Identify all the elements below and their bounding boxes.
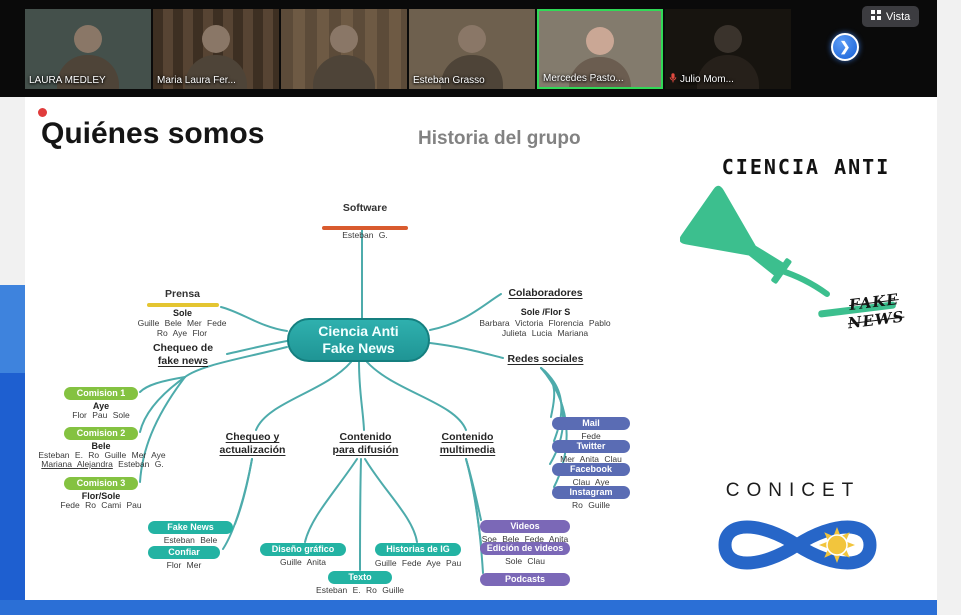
comision-1-lead: Aye (92, 401, 110, 411)
prensa-members: Guille Bele Mer Fede (137, 318, 227, 328)
desktop-background-bottom (0, 600, 937, 615)
confiar-members: Flor Mer (166, 560, 202, 570)
branch-redes-sociales-label: Redes sociales (507, 353, 584, 365)
comision-2-pill: Comision 2 (64, 427, 138, 440)
participant-name: Julio Mom... (669, 73, 734, 86)
participant-video[interactable]: LAURA MEDLEY (25, 9, 151, 89)
view-button[interactable]: Vista (862, 6, 920, 27)
comision-3-lead: Flor/Sole (81, 491, 121, 501)
comision-3-pill: Comision 3 (64, 477, 138, 490)
historias-ig-members: Guille Fede Aye Pau (374, 558, 462, 568)
participant-name: Maria Laura Fer... (157, 75, 236, 86)
branch-chequeo-fake-news-label: Chequeo de fake news (152, 342, 214, 367)
participant-video[interactable] (281, 9, 407, 89)
slide-title: Quiénes somos (41, 117, 265, 150)
participant-video[interactable]: Esteban Grasso (409, 9, 535, 89)
recording-dot-icon (38, 108, 47, 117)
participant-silhouette (153, 25, 279, 89)
participant-thumbnails: LAURA MEDLEY Maria Laura Fer... Esteban … (25, 9, 791, 89)
conicet-infinity-logo (718, 520, 877, 570)
desktop-background-left-upper (0, 285, 25, 373)
diseno-grafico-members: Guille Anita (280, 557, 326, 567)
colaboradores-members: Julieta Lucia Mariana (501, 328, 589, 338)
colaboradores-members: Barbara Victoria Florencia Pablo (479, 318, 611, 328)
facebook-pill: Facebook (552, 463, 630, 476)
next-participants-button[interactable]: ❯ (831, 33, 859, 61)
branch-contenido-difusion-label: Contenido para difusión (332, 431, 399, 456)
grid-view-icon (871, 10, 881, 23)
participant-video[interactable]: Julio Mom... (665, 9, 791, 89)
edicion-videos-pill: Edición de videos (480, 542, 570, 555)
comision-2-members: Esteban E. Ro Guille Mer Aye (38, 450, 166, 460)
participant-silhouette (281, 25, 407, 89)
meeting-video-strip: LAURA MEDLEY Maria Laura Fer... Esteban … (0, 0, 937, 97)
prensa-underline (147, 303, 219, 307)
mail-members: Fede (581, 431, 601, 441)
twitter-members: Mer Anita Clau (560, 454, 622, 464)
mail-pill: Mail (552, 417, 630, 430)
comision-2-members: Mariana Alejandra Esteban G. (41, 459, 164, 469)
branch-colaboradores-label: Colaboradores (508, 287, 583, 299)
videos-members: Soe Bele Fede Anita (481, 534, 569, 544)
participant-silhouette (409, 25, 535, 89)
participant-silhouette (25, 25, 151, 89)
fake-news-members: Esteban Bele (163, 535, 218, 545)
texto-members: Esteban E. Ro Guille (316, 585, 404, 595)
twitter-pill: Twitter (552, 440, 630, 453)
historias-ig-pill: Historias de IG (375, 543, 461, 556)
prensa-lead: Sole (172, 308, 192, 318)
comision-3-members: Fede Ro Cami Pau (60, 500, 142, 510)
sun-icon (819, 527, 855, 563)
desktop-background-left-lower (0, 373, 25, 615)
diseno-grafico-pill: Diseño gráfico (260, 543, 346, 556)
comision-2-lead: Bele (91, 441, 111, 451)
facebook-members: Clau Aye (572, 477, 610, 487)
shared-screen-slide: Quiénes somos Historia del grupo (25, 97, 937, 600)
ciencia-anti-logo-text: CIENCIA ANTI (721, 155, 891, 179)
slide-subtitle: Historia del grupo (418, 128, 581, 149)
texto-pill: Texto (328, 571, 392, 584)
participant-name: Esteban Grasso (413, 75, 485, 86)
participant-video-active-speaker[interactable]: Mercedes Pasto... (537, 9, 663, 89)
confiar-pill: Confiar (148, 546, 220, 559)
participant-silhouette (539, 27, 661, 87)
instagram-pill: Instagram (552, 486, 630, 499)
edicion-videos-members: Sole Clau (505, 556, 545, 566)
branch-prensa-label: Prensa (164, 288, 201, 300)
podcasts-pill: Podcasts (480, 573, 570, 586)
participant-silhouette (665, 25, 791, 89)
branch-chequeo-actualizacion-label: Chequeo y actualización (219, 431, 286, 456)
branch-software-label: Software (342, 202, 388, 214)
conicet-logo-text: CONICET (725, 480, 861, 501)
participant-name: Mercedes Pasto... (543, 73, 624, 84)
participant-name: LAURA MEDLEY (29, 75, 106, 86)
comision-1-pill: Comision 1 (64, 387, 138, 400)
mindmap-center-node: Ciencia Anti Fake News (287, 318, 430, 362)
muted-mic-icon (669, 73, 677, 86)
software-members: Esteban G. (342, 230, 388, 240)
participant-video[interactable]: Maria Laura Fer... (153, 9, 279, 89)
instagram-members: Ro Guille (572, 500, 610, 510)
flask-pouring-icon (680, 185, 896, 318)
screen-margin-right (937, 0, 961, 615)
colaboradores-lead: Sole /Flor S (520, 307, 571, 317)
branch-contenido-multimedia-label: Contenido multimedia (439, 431, 496, 456)
prensa-members: Ro Aye Flor (156, 328, 208, 338)
fake-news-pill: Fake News (148, 521, 233, 534)
videos-pill: Videos (480, 520, 570, 533)
software-underline (322, 226, 408, 230)
chevron-right-icon: ❯ (839, 39, 851, 54)
comision-1-members: Flor Pau Sole (72, 410, 130, 420)
view-button-label: Vista (886, 10, 911, 23)
